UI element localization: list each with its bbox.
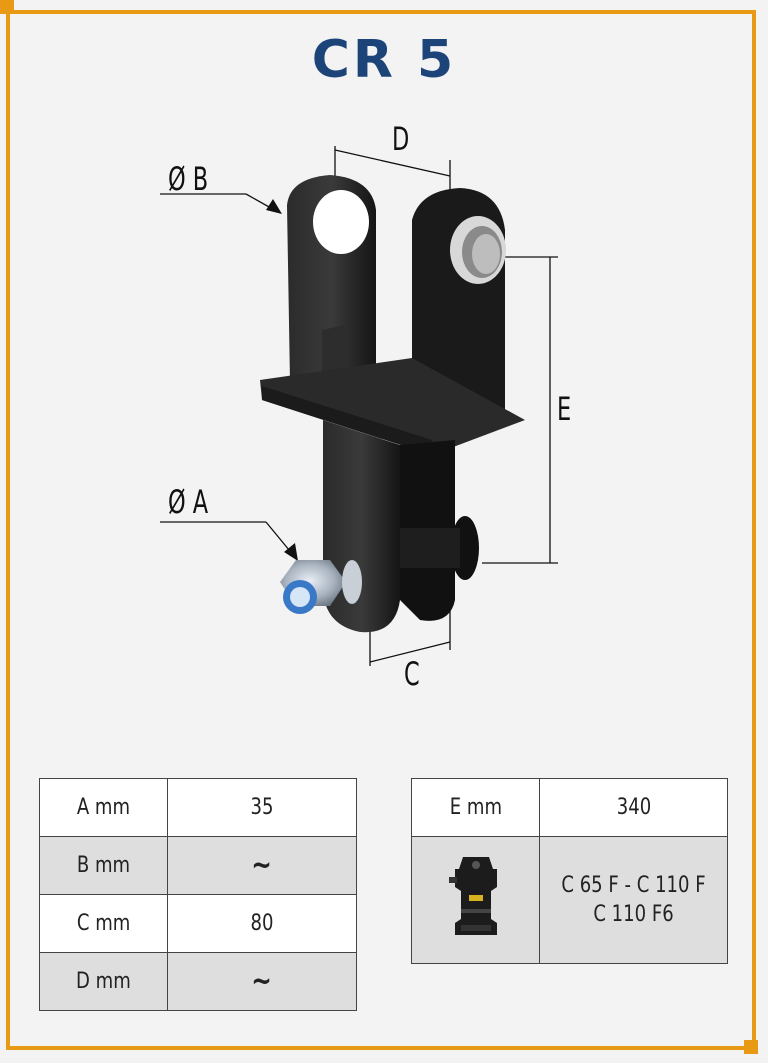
- dimension-d-label: D: [392, 120, 410, 158]
- row-value: 80: [250, 911, 274, 936]
- compatible-models-line2: C 110 F6: [593, 902, 674, 927]
- dimension-c-label: C: [404, 655, 420, 693]
- row-label: D mm: [76, 969, 131, 994]
- frame-corner-top-left: [0, 0, 14, 14]
- row-value: ~: [251, 848, 273, 883]
- page-frame: [6, 10, 756, 1050]
- table-row: C 65 F - C 110 F C 110 F6: [411, 836, 728, 964]
- lower-shank: [323, 420, 400, 633]
- table-row: A mm 35: [39, 778, 357, 837]
- row-label: B mm: [76, 853, 131, 878]
- base-plate: [260, 358, 525, 455]
- table-row: C mm 80: [39, 894, 357, 953]
- dimension-a-label: Ø A: [168, 483, 209, 521]
- row-label: C mm: [76, 911, 131, 936]
- frame-corner-bottom-right: [744, 1040, 758, 1054]
- row-label: A mm: [76, 795, 131, 820]
- a-arrowhead: [284, 543, 298, 561]
- row-value: 35: [250, 795, 274, 820]
- row-value: 340: [616, 795, 651, 820]
- compatible-models-line1: C 65 F - C 110 F: [561, 873, 706, 898]
- dimension-lines: [160, 146, 558, 666]
- bracket-drawing: [160, 146, 558, 666]
- dimensions-table: A mm 35 B mm ~ C mm 80 D mm ~: [39, 778, 357, 1011]
- row-value: ~: [251, 964, 273, 999]
- dimension-e-label: E: [557, 390, 572, 428]
- compatibility-table: E mm 340 C 65 F - C 110 F C 110 F6: [411, 778, 728, 964]
- table-row: E mm 340: [411, 778, 728, 837]
- row-label: E mm: [449, 795, 502, 820]
- b-arrowhead: [266, 199, 282, 214]
- table-row: B mm ~: [39, 836, 357, 895]
- rotator-icon: [448, 857, 497, 935]
- table-row: D mm ~: [39, 952, 357, 1011]
- dimension-b-label: Ø B: [168, 160, 209, 198]
- product-title: CR 5: [311, 30, 457, 90]
